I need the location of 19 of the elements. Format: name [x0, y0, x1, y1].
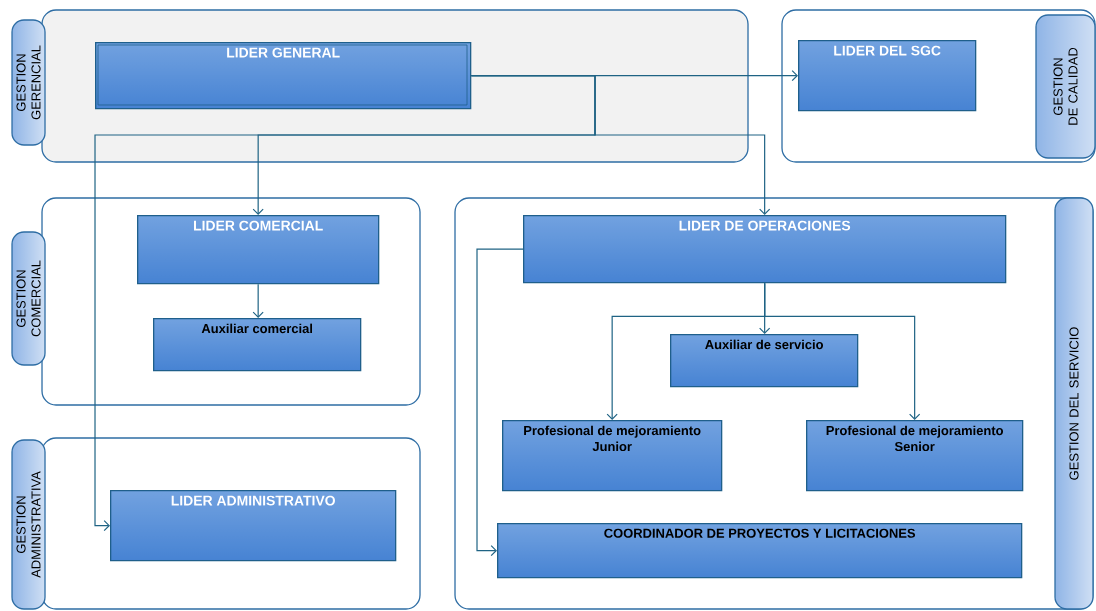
- role-box: Auxiliar de servicio: [670, 334, 859, 388]
- lane-tab: GESTION DEL SERVICIO: [1054, 197, 1094, 610]
- role-box: LIDER ADMINISTRATIVO: [110, 490, 397, 562]
- role-box: LIDER GENERAL: [95, 42, 472, 110]
- arrow: [252, 283, 264, 318]
- lane-tab: GESTION COMERCIAL: [11, 231, 46, 366]
- lane-tab: GESTION DE CALIDAD: [1035, 14, 1096, 159]
- role-box: LIDER DEL SGC: [798, 40, 977, 112]
- role-box: LIDER COMERCIAL: [137, 215, 380, 285]
- role-box: Auxiliar comercial: [153, 318, 362, 372]
- lane-tab: GESTION ADMINISTRATIVA: [11, 439, 46, 610]
- role-box: Profesional de mejoramiento Senior: [806, 420, 1024, 492]
- role-box: Profesional de mejoramiento Junior: [502, 420, 723, 492]
- arrow: [476, 248, 524, 557]
- role-box: COORDINADOR DE PROYECTOS Y LICITACIONES: [497, 523, 1023, 579]
- arrow: [764, 282, 921, 420]
- arrow: [94, 75, 596, 532]
- role-box: LIDER DE OPERACIONES: [523, 215, 1007, 284]
- lane-tab: GESTION GERENCIAL: [11, 19, 46, 146]
